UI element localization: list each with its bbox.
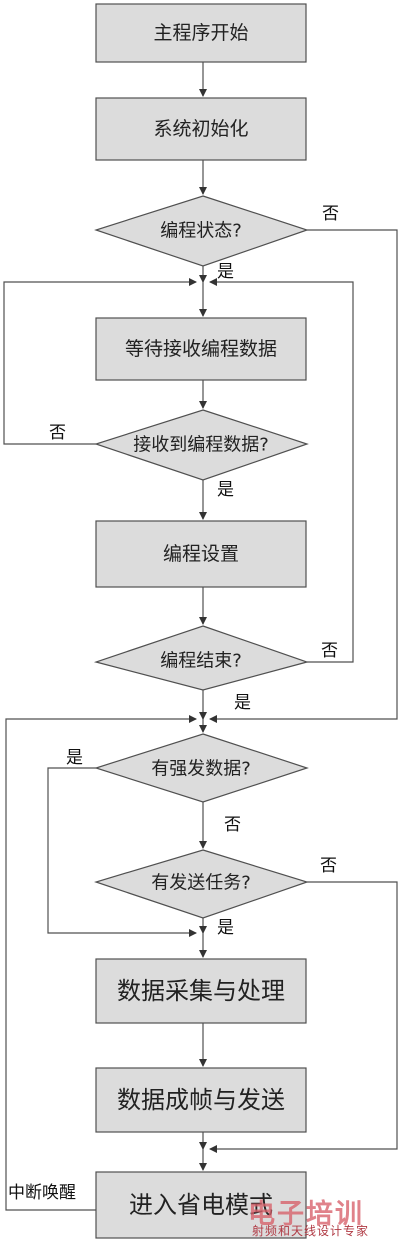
label-task-no: 否	[320, 856, 337, 876]
edge-labels: 否 是 否 是 否 是 是 否 否 是 中断唤醒	[8, 204, 339, 1203]
node-framing-box	[95, 1067, 307, 1133]
label-progstate-yes: 是	[217, 262, 234, 282]
label-progstate-no: 否	[322, 204, 339, 224]
label-forced-yes: 是	[66, 748, 83, 768]
edge-task-no	[209, 881, 398, 1153]
node-init-box	[95, 97, 307, 161]
node-progstate-label: 编程状态?	[160, 221, 242, 242]
node-forced-label: 有强发数据?	[151, 759, 251, 780]
label-progend-yes: 是	[234, 693, 251, 713]
node-wait-label: 等待接收编程数据	[125, 338, 277, 360]
node-progstate-diamond	[94, 195, 309, 267]
node-recv-diamond	[94, 409, 309, 481]
label-recv-yes: 是	[217, 480, 234, 500]
edge-recv-no	[3, 278, 197, 445]
decision-diamonds	[93, 195, 310, 919]
edge-forced-yes	[47, 767, 197, 937]
node-progend-label: 编程结束?	[160, 651, 242, 672]
node-collect-label: 数据采集与处理	[117, 977, 285, 1005]
node-powersave-box	[95, 1171, 307, 1239]
node-collect-box	[95, 958, 307, 1024]
label-recv-no: 否	[49, 423, 66, 443]
connectors	[3, 62, 398, 1211]
node-forced-diamond	[94, 733, 309, 803]
node-progset-box	[95, 520, 307, 588]
label-task-yes: 是	[217, 918, 234, 938]
label-forced-no: 否	[224, 815, 241, 835]
process-boxes	[95, 3, 307, 1239]
node-framing-label: 数据成帧与发送	[117, 1086, 285, 1114]
node-recv-label: 接收到编程数据?	[133, 435, 269, 456]
node-task-diamond	[94, 849, 309, 919]
node-start-label: 主程序开始	[153, 22, 248, 44]
node-start-box	[95, 3, 307, 63]
node-progend-diamond	[93, 625, 310, 691]
edge-interrupt-wakeup	[5, 715, 197, 1211]
node-task-label: 有发送任务?	[151, 873, 251, 894]
node-wait-box	[95, 317, 307, 381]
label-progend-no: 否	[321, 641, 338, 661]
node-powersave-label: 进入省电模式	[129, 1191, 273, 1219]
edge-progend-no	[209, 278, 354, 663]
node-progset-label: 编程设置	[163, 543, 239, 565]
edge-progstate-no	[209, 229, 398, 723]
label-interrupt-wakeup: 中断唤醒	[8, 1183, 76, 1203]
node-init-label: 系统初始化	[153, 118, 248, 140]
node-texts: 主程序开始 系统初始化 编程状态? 等待接收编程数据 接收到编程数据? 编程设置…	[117, 22, 285, 1219]
